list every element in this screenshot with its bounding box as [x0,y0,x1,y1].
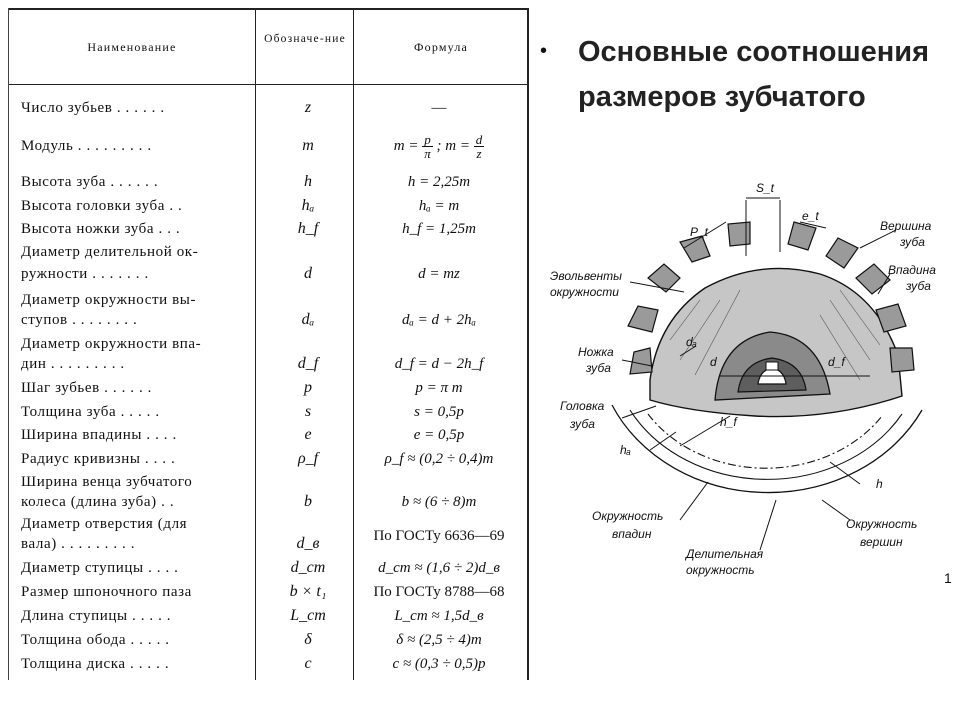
label-df: d_f [828,355,846,369]
diagram-labels: S_t P_t e_t Вершина зуба Впадина зуба Эв… [550,181,936,577]
label-okr-vershin-1: Окружность [846,517,917,531]
table-top-border [9,8,527,10]
label-ha: hₐ [620,443,631,457]
label-delit-1: Делительная [684,547,764,561]
gear-circles [611,404,923,494]
label-okr-vpadin-1: Окружность [592,509,663,523]
label-d: d [710,355,717,369]
column-divider [255,8,256,680]
gear-diagram: S_t P_t e_t Вершина зуба Впадина зуба Эв… [550,181,936,577]
label-et: e_t [802,209,819,223]
page-number: 1 [944,570,952,586]
label-nozhka-1: Ножка [578,345,614,359]
label-pt: P_t [690,225,709,239]
label-st: S_t [756,181,775,195]
label-okr-vpadin-2: впадин [612,527,652,541]
column-divider [353,8,354,680]
header-name: Наименование [87,40,177,54]
properties-table: Наименование Обозначе-ние Формула Число … [8,8,529,680]
label-vpadina-1: Впадина [888,263,936,277]
label-okr-vershin-2: вершин [860,535,903,549]
label-golovka-1: Головка [560,399,605,413]
label-da: dₐ [686,335,697,349]
header-formula: Формула [413,40,469,54]
header-divider [9,84,527,85]
label-vershina-2: зуба [899,235,925,249]
label-delit-2: окружность [686,563,755,577]
header-symbol: Обозначе-ние [264,33,346,45]
bullet-marker: • [540,40,548,62]
label-vershina-1: Вершина [880,219,932,233]
label-hf: h_f [720,415,738,429]
label-nozhka-2: зуба [585,361,611,375]
label-golovka-2: зуба [569,417,595,431]
gear-body [627,221,915,418]
label-evolventy-1: Эвольвенты [550,269,622,283]
label-evolventy-2: окружности [550,285,619,299]
label-vpadina-2: зуба [905,279,931,293]
label-h: h [876,477,883,491]
dimension-lines [621,197,897,551]
slide-heading: Основные соотношения размеров зубчатого [578,36,930,113]
